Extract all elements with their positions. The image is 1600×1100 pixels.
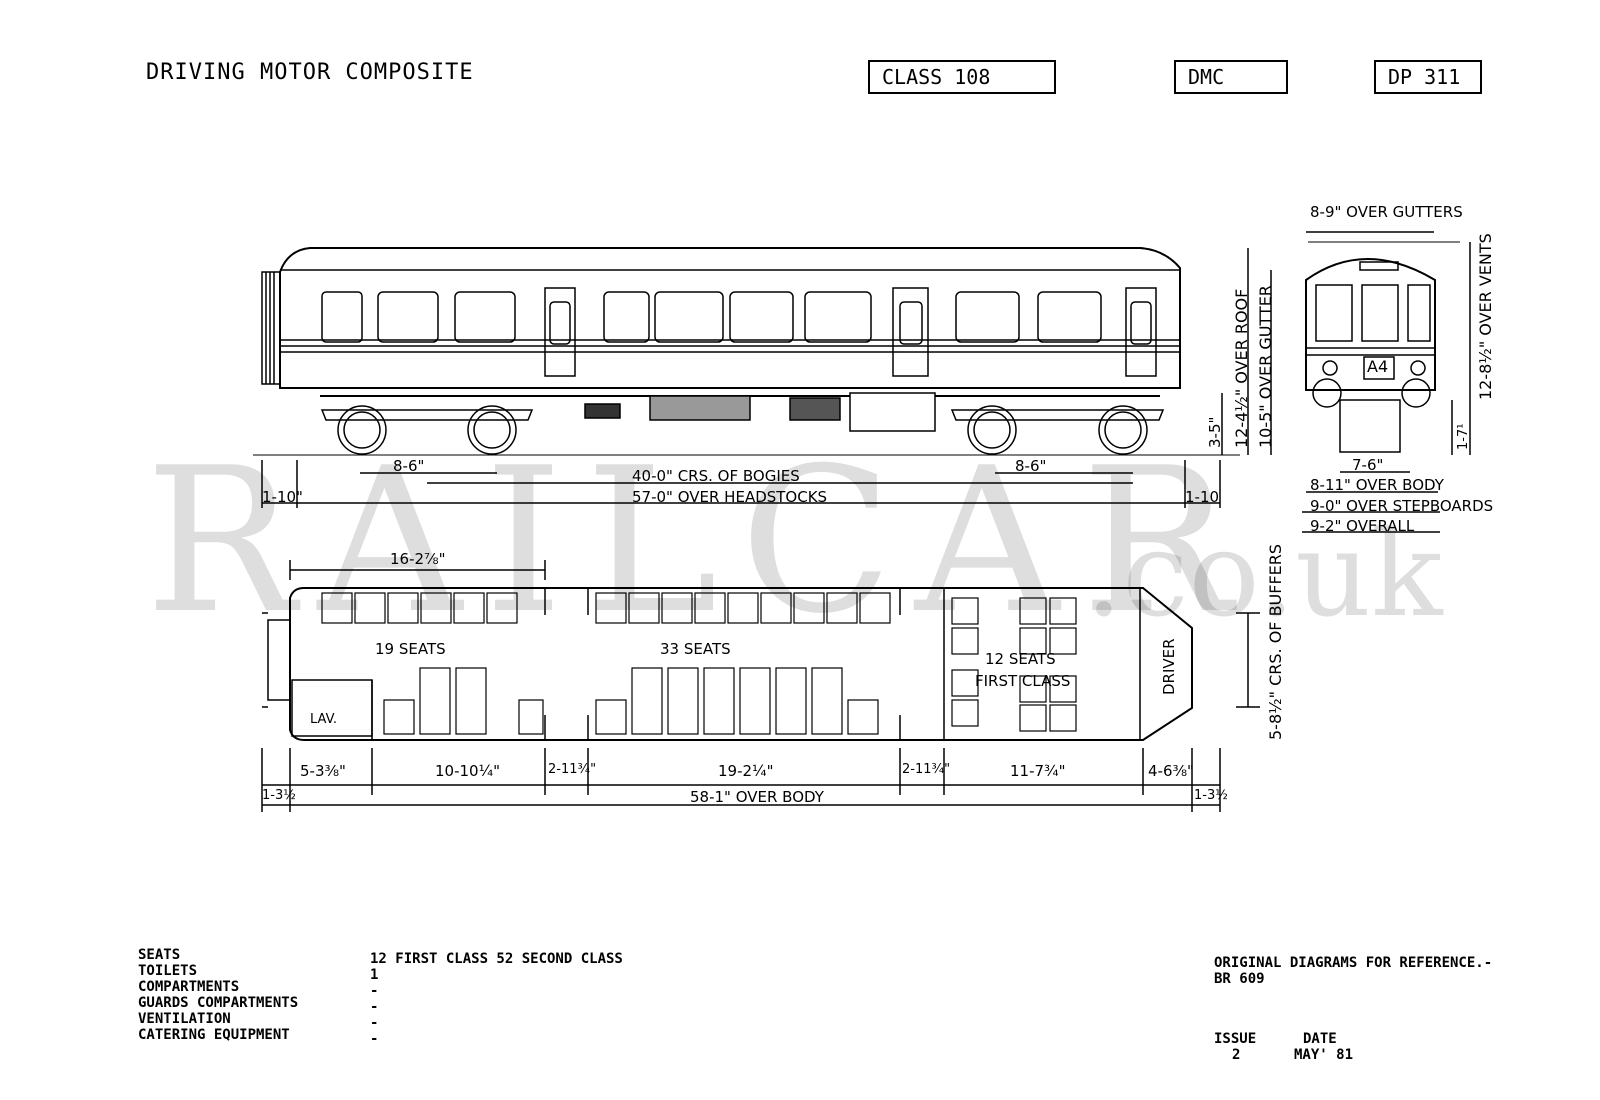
dim-bottom-3: 2-11¾" [548,762,597,777]
dim-bogie-left: 8-6" [393,457,425,475]
driver-label: DRIVER [1160,638,1178,695]
dim-headstocks: 57-0" OVER HEADSTOCKS [632,488,828,506]
dim-bogie-centres: 40-0" CRS. OF BOGIES [632,467,800,485]
dim-crs-buffers: 5-8½" CRS. OF BUFFERS [1266,543,1285,740]
first-class-label: FIRST CLASS [975,672,1071,690]
dim-bottom-2: 10-10¼" [435,762,501,780]
plan-view-drawing [261,560,1260,812]
lav-label: LAV. [310,712,337,727]
seats-19: 19 SEATS [375,640,446,658]
end-elevation-drawing [1302,231,1471,533]
issue-value: 2 [1232,1047,1241,1063]
dim-overall: 9-2" OVERALL [1310,517,1415,535]
dim-over-gutters: 8-9" OVER GUTTERS [1310,203,1463,221]
spec-labels: SEATS TOILETS COMPARTMENTS GUARDS COMPAR… [138,947,299,1043]
issue-label: ISSUE [1214,1031,1257,1047]
type-box: DMC [1174,60,1288,94]
spec-values: 12 FIRST CLASS 52 SECOND CLASS 1 - - - - [370,951,623,1047]
watermark-suffix: .co.uk [1085,505,1443,643]
dim-over-roof: 12-4½" OVER ROOF [1232,288,1251,448]
dim-end-right: 1-3½ [1194,788,1228,803]
dim-overhang-left: 1-10" [262,488,303,506]
side-elevation-drawing [253,247,1272,508]
dim-bottom-4: 19-2¼" [718,762,774,780]
dim-bottom-5: 2-11¾" [902,762,951,777]
dim-overhang-right: 1-10 [1185,488,1220,506]
dim-over-body-end: 8-11" OVER BODY [1310,476,1444,494]
dim-bottom-6: 11-7¾" [1010,762,1066,780]
dim-over-vents: 12-8½" OVER VENTS [1476,233,1495,400]
dim-bottom-7: 4-6⅜" [1148,762,1194,780]
dim-end-left: 1-3½ [262,788,296,803]
dim-over-stepboards: 9-0" OVER STEPBOARDS [1310,497,1494,515]
dim-bogie-right: 8-6" [1015,457,1047,475]
reference-note: ORIGINAL DIAGRAMS FOR REFERENCE.- BR 609 [1214,955,1493,987]
seats-12: 12 SEATS [985,650,1056,668]
date-label: DATE [1303,1031,1337,1047]
seats-33: 33 SEATS [660,640,731,658]
dim-track-gauge: 7-6" [1352,456,1384,474]
headcode-box: A4 [1367,357,1389,376]
dim-lower: 1-7¹ [1456,423,1471,450]
diagram-number-box: DP 311 [1374,60,1482,94]
dim-bottom-1: 5-3⅜" [300,762,346,780]
dim-over-body-plan: 58-1" OVER BODY [690,788,824,806]
dim-over-gutter: 10-5" OVER GUTTER [1256,285,1275,448]
class-box: CLASS 108 [868,60,1056,94]
diagram-title: DRIVING MOTOR COMPOSITE [146,60,474,85]
dim-plan-top: 16-2⅞" [390,550,446,568]
watermark-main: RAILCAR [145,425,1254,658]
date-value: MAY' 81 [1294,1047,1354,1063]
dim-buffer-height: 3-5" [1206,416,1224,448]
